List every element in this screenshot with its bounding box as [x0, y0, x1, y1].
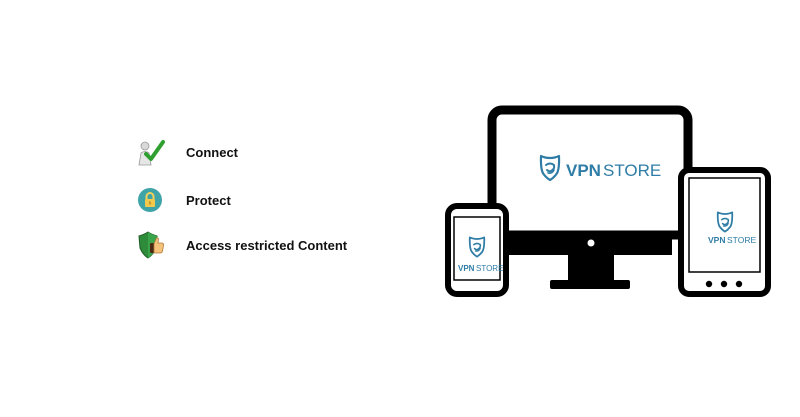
brand-prefix: VPN: [708, 235, 725, 245]
feature-label: Access restricted Content: [186, 237, 348, 253]
brand-suffix: STORE: [476, 264, 503, 273]
brand-suffix: STORE: [603, 161, 661, 180]
brand-suffix: STORE: [727, 235, 756, 245]
vpn-shield-logo-icon: [539, 154, 561, 182]
feature-connect: Connect: [135, 137, 238, 167]
feature-protect: Protect: [135, 185, 231, 215]
person-checkmark-icon: [138, 140, 165, 166]
feature-label: Connect: [186, 144, 238, 160]
feature-label: Protect: [186, 192, 231, 208]
brand-prefix: VPN: [566, 161, 601, 180]
tablet: VPN STORE: [678, 167, 771, 297]
padlock-icon: [138, 188, 162, 212]
thumbs-up-shield-icon: [138, 231, 164, 259]
desktop-monitor: VPN STORE: [487, 105, 693, 289]
feature-access-restricted-content: Access restricted Content: [135, 230, 347, 260]
smartphone: VPN STORE: [445, 203, 509, 297]
brand-prefix: VPN: [458, 264, 475, 273]
